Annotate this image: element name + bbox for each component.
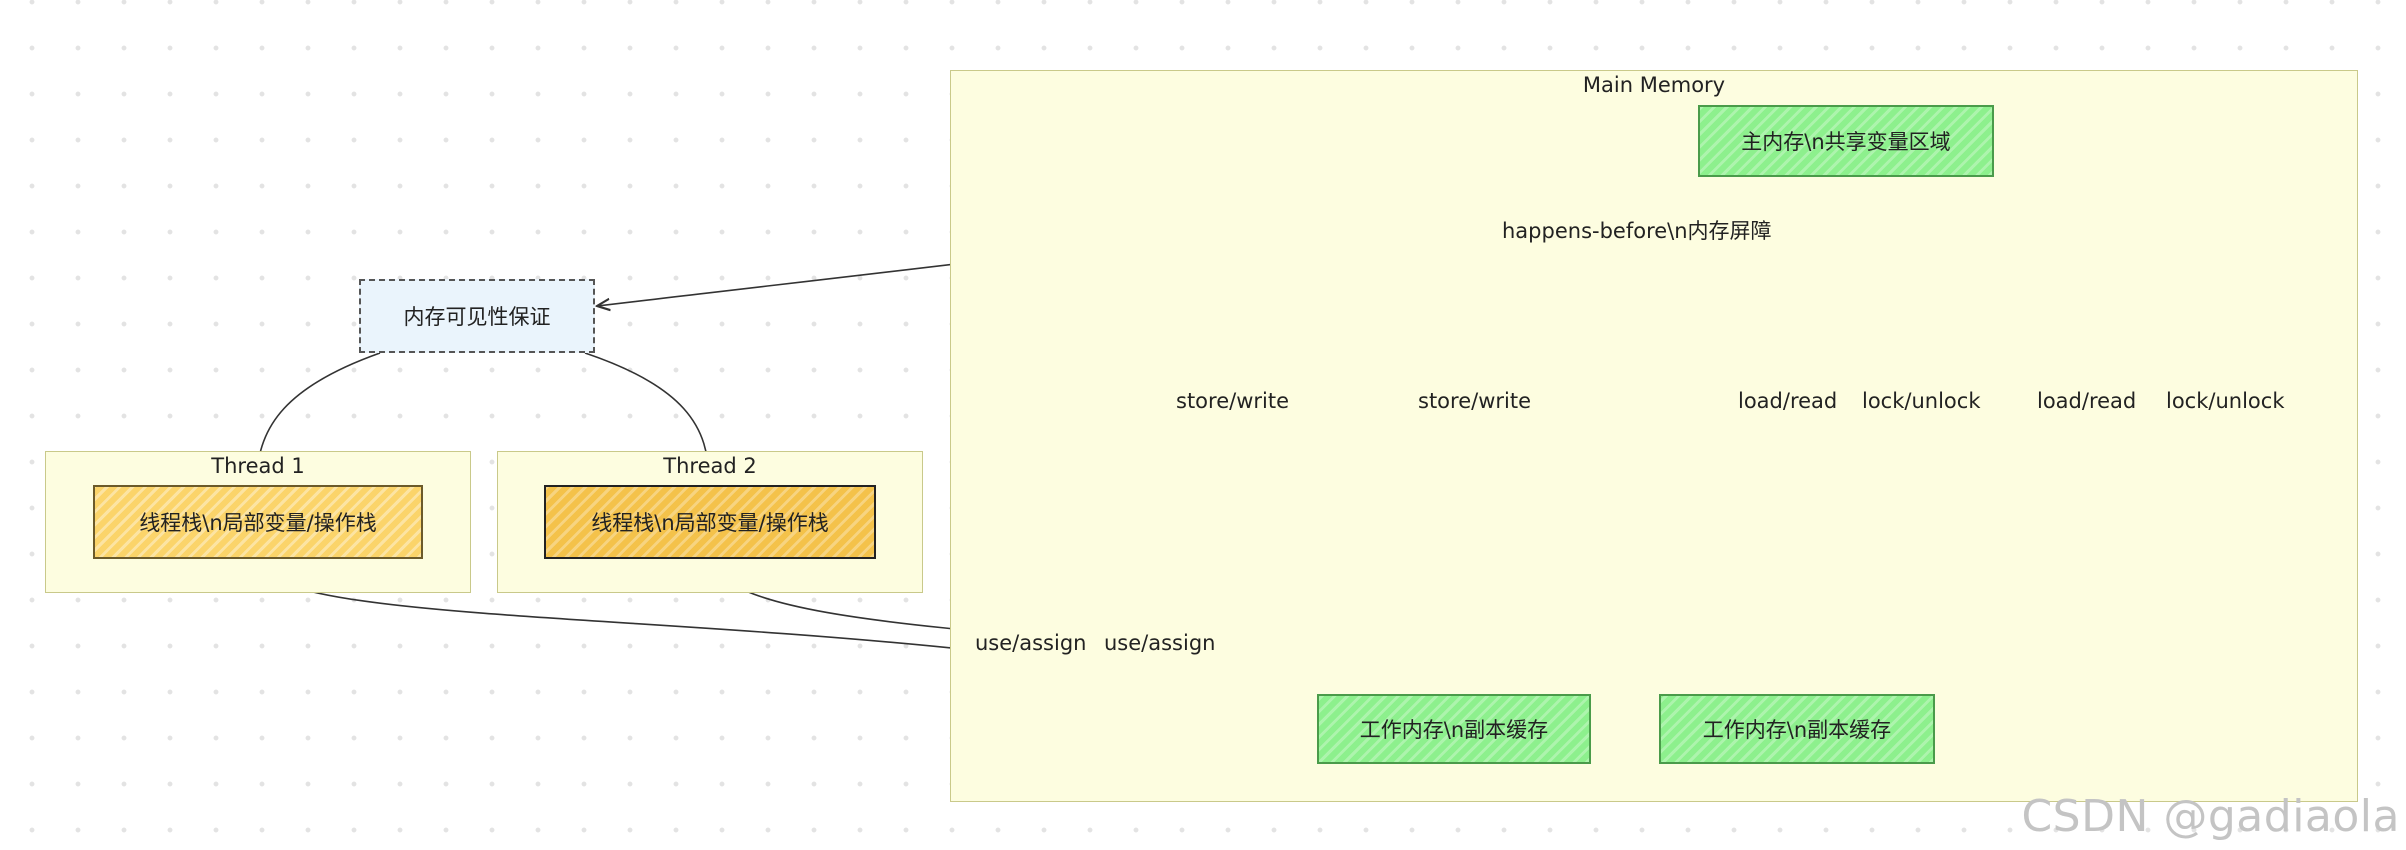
edge-label-lock-unlock-2: lock/unlock: [2166, 389, 2285, 413]
node-working-memory-2[interactable]: 工作内存\n副本缓存: [1659, 694, 1935, 764]
node-label: 内存可见性保证: [403, 305, 551, 329]
edge-label-load-read-1: load/read: [1738, 389, 1838, 413]
cluster-title: Thread 1: [211, 454, 305, 478]
edge-label-happens-before: happens-before\n内存屏障: [1502, 219, 1772, 243]
edge-label-lock-unlock-1: lock/unlock: [1862, 389, 1981, 413]
edge-label-load-read-2: load/read: [2037, 389, 2137, 413]
node-label: 线程栈\n局部变量/操作栈: [591, 511, 829, 535]
node-thread-stack-1[interactable]: 线程栈\n局部变量/操作栈: [93, 485, 423, 559]
edge-label-store-write-2: store/write: [1418, 389, 1531, 413]
edge-label-use-assign-1: use/assign: [975, 631, 1087, 655]
node-label: 工作内存\n副本缓存: [1359, 718, 1549, 742]
node-main-memory[interactable]: 主内存\n共享变量区域: [1698, 105, 1994, 177]
edge-label-store-write-1: store/write: [1176, 389, 1289, 413]
node-label: 线程栈\n局部变量/操作栈: [139, 511, 377, 535]
cluster-title: Thread 2: [663, 454, 757, 478]
node-label: 工作内存\n副本缓存: [1702, 718, 1892, 742]
node-thread-stack-2[interactable]: 线程栈\n局部变量/操作栈: [544, 485, 876, 559]
edge-label-use-assign-2: use/assign: [1104, 631, 1216, 655]
node-working-memory-1[interactable]: 工作内存\n副本缓存: [1317, 694, 1591, 764]
node-memory-visibility[interactable]: 内存可见性保证: [359, 279, 595, 353]
cluster-main-memory: Main Memory: [950, 70, 2358, 802]
watermark: CSDN @gadiaola: [2021, 791, 2400, 842]
node-label: 主内存\n共享变量区域: [1741, 130, 1951, 154]
cluster-title: Main Memory: [1582, 73, 1726, 97]
